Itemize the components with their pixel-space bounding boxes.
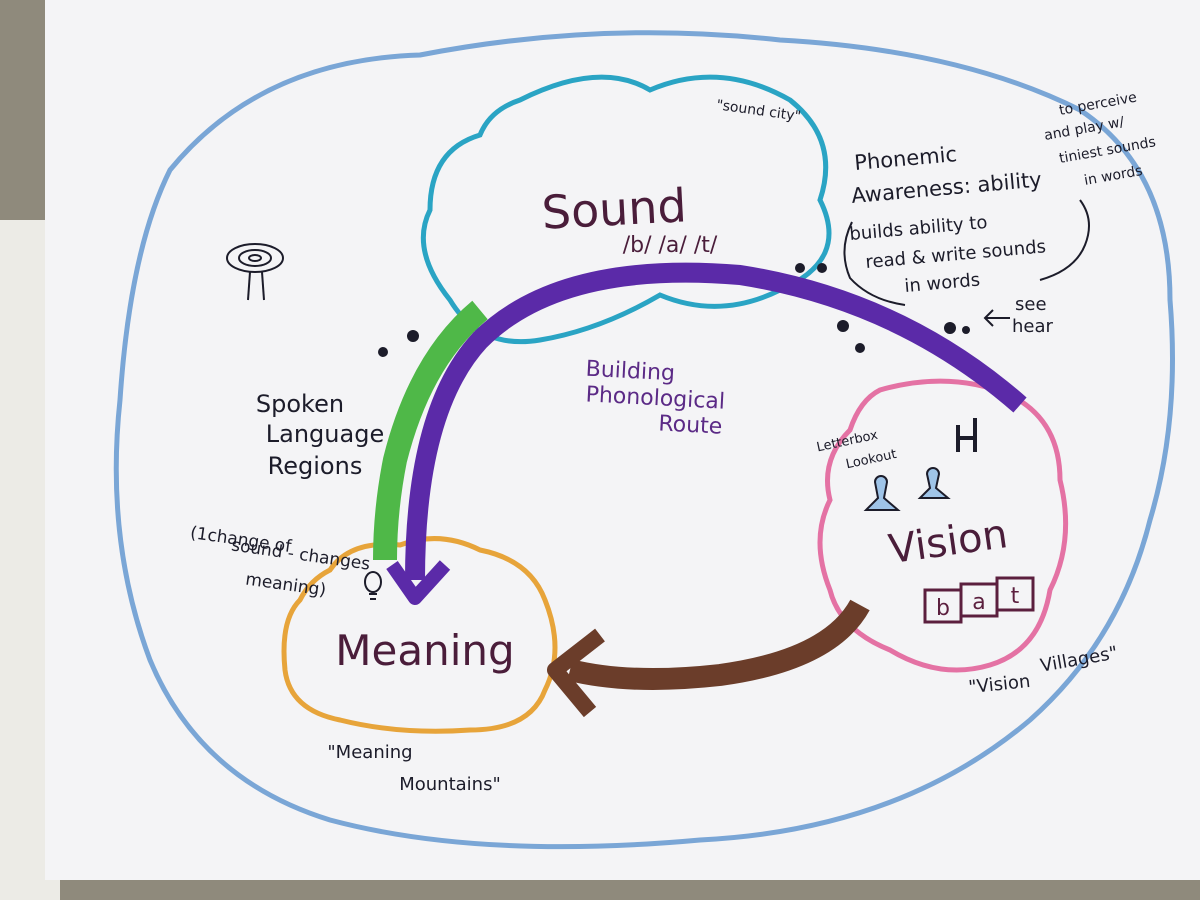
- meaning-cloud: [281, 536, 558, 734]
- route-line-1: Building: [585, 357, 675, 387]
- lightbulb-icon: [364, 571, 382, 600]
- sign-icon: [956, 418, 977, 452]
- vision-cloud: [817, 378, 1069, 673]
- spoken-line-1: Spoken: [256, 390, 344, 418]
- eye-ear-icons: [378, 263, 970, 357]
- vision-to-meaning-arrow: [567, 599, 870, 690]
- see-hear-pointer-icon: [983, 309, 1010, 327]
- brown-arrowhead: [547, 628, 605, 718]
- see-label: see: [1015, 294, 1047, 315]
- pa-brace: [843, 221, 906, 306]
- meaning-nickname-2: Mountains": [399, 774, 501, 795]
- paper-sheet: [45, 0, 1200, 880]
- spoken-language-band: [373, 300, 488, 561]
- hear-label: hear: [1012, 316, 1054, 337]
- phonological-route-arrow: [405, 262, 1027, 581]
- letterbox-3: [995, 576, 1035, 612]
- lookout-figures-icon: [863, 467, 951, 511]
- sound-cloud: [420, 74, 832, 345]
- letter-a: a: [972, 590, 985, 615]
- target-tree-icon: [226, 243, 284, 301]
- phonological-arrowhead: [386, 560, 451, 605]
- letter-b: b: [936, 596, 950, 621]
- pa-brace-right: [1039, 199, 1090, 281]
- bat-letterboxes: b a t: [923, 576, 1035, 624]
- meaning-title: Meaning: [335, 626, 514, 675]
- sound-phonemes: /b/ /a/ /t/: [623, 233, 718, 258]
- sound-title: Sound: [540, 178, 687, 240]
- meaning-nickname-1: "Meaning: [327, 742, 412, 763]
- route-line-3: Route: [658, 411, 723, 439]
- outer-brain-cloud: [113, 30, 1175, 850]
- spoken-line-3: Regions: [268, 452, 363, 480]
- spoken-line-2: Language: [266, 420, 384, 448]
- letter-t: t: [1011, 584, 1020, 609]
